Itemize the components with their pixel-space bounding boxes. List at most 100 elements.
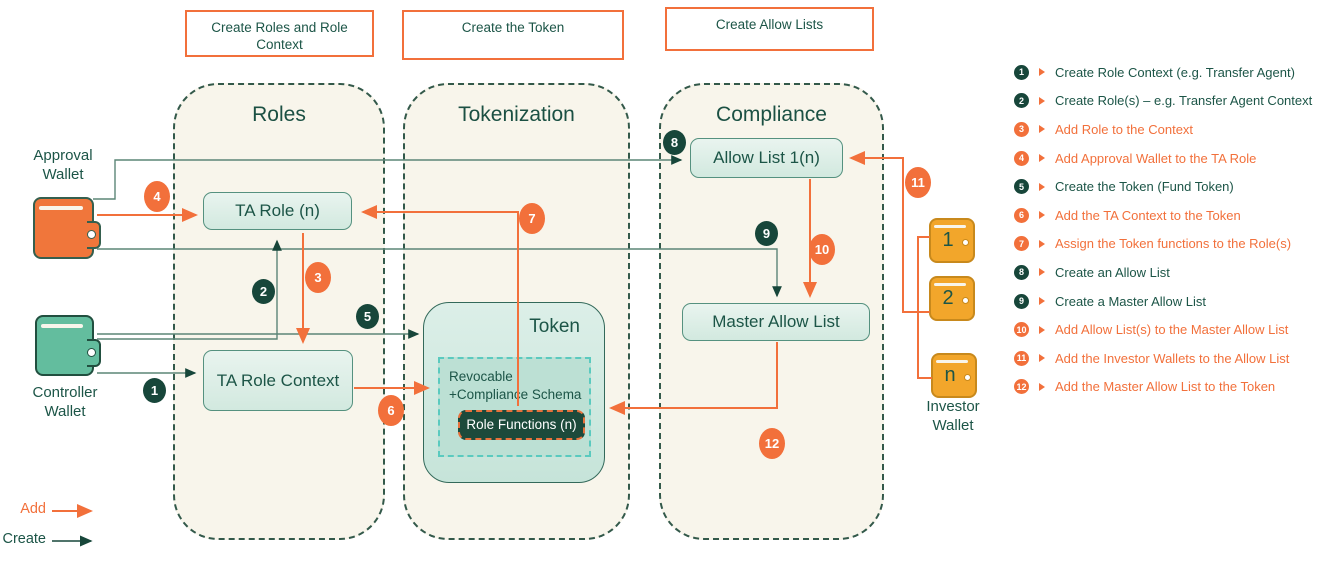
triangle-bullet-icon [1039, 125, 1045, 134]
step-number: 5 [1014, 179, 1029, 195]
approval-wallet-icon [33, 197, 101, 259]
step-number: 12 [1014, 379, 1029, 395]
allow-list-node: Allow List 1(n) [690, 138, 843, 178]
step-legend-item-11: 11 Add the Investor Wallets to the Allow… [1014, 344, 1332, 373]
step-legend-item-9: 9 Create a Master Allow List [1014, 287, 1332, 316]
triangle-bullet-icon [1039, 68, 1045, 77]
wallet-clasp [964, 374, 971, 381]
step-badge-12: 12 [759, 428, 785, 459]
wallet-clasp [87, 230, 96, 239]
investor-wallet-1-icon: 1 [929, 218, 975, 263]
step-badge-10: 10 [809, 234, 835, 265]
wallet-clasp [962, 239, 969, 246]
wallet-tab [87, 339, 101, 367]
step-legend-item-5: 5 Create the Token (Fund Token) [1014, 172, 1332, 201]
step-label: Add Allow List(s) to the Master Allow Li… [1055, 322, 1289, 338]
controller-wallet-icon [35, 315, 101, 376]
triangle-bullet-icon [1039, 325, 1045, 334]
schema-line1: Revocable [449, 369, 513, 384]
step-number: 9 [1014, 293, 1029, 309]
step-legend-item-7: 7 Assign the Token functions to the Role… [1014, 230, 1332, 259]
step-legend-item-6: 6 Add the TA Context to the Token [1014, 201, 1332, 230]
triangle-bullet-icon [1039, 297, 1045, 306]
wallet-clasp [87, 348, 96, 357]
step-label: Add Role to the Context [1055, 121, 1194, 137]
investor-wallet-label: Investor Wallet [926, 398, 980, 434]
wallet-flap [934, 225, 966, 228]
roles-title: Roles [252, 103, 306, 126]
triangle-bullet-icon [1039, 382, 1045, 391]
investor-wallet-2-icon: 2 [929, 276, 975, 321]
key-add-label: Add [20, 501, 46, 517]
step-legend-item-3: 3 Add Role to the Context [1014, 115, 1332, 144]
triangle-bullet-icon [1039, 211, 1045, 220]
step-badge-1: 1 [143, 378, 166, 403]
investor-wallet-n-icon: n [931, 353, 977, 398]
investor-wallet-1-number: 1 [942, 229, 954, 251]
investor-wallet-n-number: n [944, 364, 956, 386]
ta-role-node: TA Role (n) [203, 192, 352, 230]
step-badge-11: 11 [905, 167, 931, 198]
step-label: Add the TA Context to the Token [1055, 207, 1241, 223]
step-number: 11 [1014, 350, 1029, 366]
step-label: Add the Master Allow List to the Token [1055, 379, 1276, 395]
ta-role-context-node: TA Role Context [203, 350, 353, 411]
step-label: Create the Token (Fund Token) [1055, 179, 1234, 195]
key-create-label: Create [2, 531, 46, 547]
compliance-title: Compliance [716, 103, 827, 126]
step-number: 1 [1014, 64, 1029, 80]
compliance-schema-box: Revocable +Compliance Schema Role Functi… [438, 357, 591, 457]
step-label: Create a Master Allow List [1055, 293, 1207, 309]
step-number: 3 [1014, 121, 1029, 137]
step-label: Create Role(s) – e.g. Transfer Agent Con… [1055, 93, 1313, 109]
step-label: Add the Investor Wallets to the Allow Li… [1055, 350, 1290, 366]
step-badge-2: 2 [252, 279, 275, 304]
tokenization-title: Tokenization [458, 103, 575, 126]
triangle-bullet-icon [1039, 268, 1045, 277]
step-badge-3: 3 [305, 262, 331, 293]
step-badge-5: 5 [356, 304, 379, 329]
wallet-tab [87, 221, 101, 249]
wallet-flap [936, 360, 968, 363]
triangle-bullet-icon [1039, 96, 1045, 105]
header-create-allow-lists: Create Allow Lists [665, 7, 874, 51]
step-badge-8: 8 [663, 130, 686, 155]
triangle-bullet-icon [1039, 239, 1045, 248]
wallet-clasp [962, 297, 969, 304]
role-functions-node: Role Functions (n) [458, 410, 585, 440]
step-label: Add Approval Wallet to the TA Role [1055, 150, 1257, 166]
investor-wallet-2-number: 2 [942, 287, 954, 309]
step-number: 2 [1014, 93, 1029, 109]
step-number: 8 [1014, 264, 1029, 280]
step-legend-item-12: 12 Add the Master Allow List to the Toke… [1014, 373, 1332, 402]
schema-line2: +Compliance Schema [449, 387, 582, 402]
step-label: Assign the Token functions to the Role(s… [1055, 236, 1292, 252]
step-legend-item-4: 4 Add Approval Wallet to the TA Role [1014, 144, 1332, 173]
header-create-token: Create the Token [402, 10, 624, 60]
step-badge-4: 4 [144, 181, 170, 212]
token-label: Token [529, 316, 580, 337]
step-label: Create Role Context (e.g. Transfer Agent… [1055, 64, 1295, 80]
approval-wallet-label: Approval Wallet [33, 147, 93, 183]
step-legend-item-1: 1 Create Role Context (e.g. Transfer Age… [1014, 58, 1332, 87]
triangle-bullet-icon [1039, 154, 1045, 163]
step-number: 10 [1014, 322, 1029, 338]
step-legend-item-8: 8 Create an Allow List [1014, 258, 1332, 287]
step-number: 7 [1014, 236, 1029, 252]
controller-wallet-label: Controller Wallet [32, 384, 98, 420]
roles-container: Roles [173, 83, 385, 540]
step-legend-item-10: 10 Add Allow List(s) to the Master Allow… [1014, 315, 1332, 344]
wallet-flap [934, 283, 966, 286]
step-number: 4 [1014, 150, 1029, 166]
wallet-flap [41, 324, 83, 328]
step-legend: 1 Create Role Context (e.g. Transfer Age… [1014, 58, 1332, 401]
header-create-roles: Create Roles and Role Context [185, 10, 374, 57]
step-legend-item-2: 2 Create Role(s) – e.g. Transfer Agent C… [1014, 87, 1332, 116]
triangle-bullet-icon [1039, 354, 1045, 363]
step-badge-6: 6 [378, 395, 404, 426]
master-allow-list-node: Master Allow List [682, 303, 870, 341]
step-number: 6 [1014, 207, 1029, 223]
wallet-flap [39, 206, 83, 210]
triangle-bullet-icon [1039, 182, 1045, 191]
